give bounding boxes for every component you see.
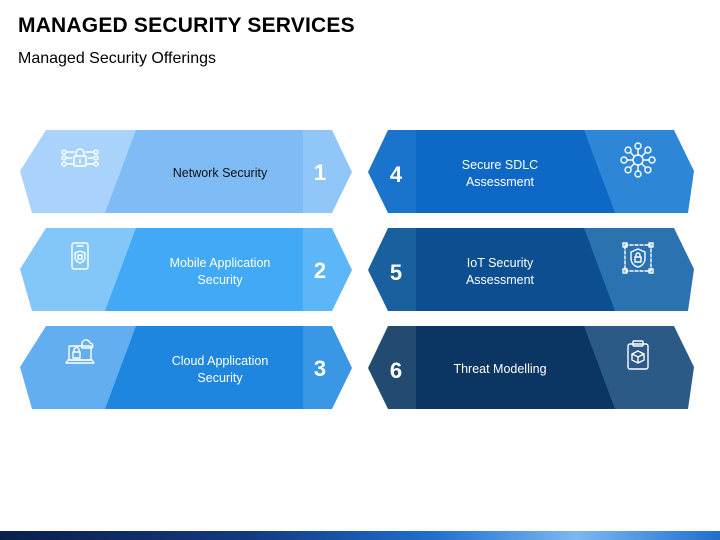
network-lock-icon [61,148,99,167]
offering-number: 1 [314,160,326,185]
number-chevron [303,228,352,311]
row-body [416,130,615,213]
row-tab [20,326,140,409]
mobile-shield-icon [71,242,89,270]
number-chevron [368,228,416,311]
row-body [416,326,615,409]
offering-left-1: Network Security 1 [20,130,352,213]
number-chevron [303,326,352,409]
row-body [416,228,615,311]
offering-label: Threat Modelling [453,362,546,376]
offering-label: Network Security [173,166,268,180]
laptop-cloud-lock-icon [65,339,95,364]
offering-right-6: Threat Modelling 6 [368,326,694,409]
number-chevron [303,130,352,213]
offering-number: 5 [390,260,402,285]
offering-number: 4 [390,162,403,187]
row-tab [580,326,694,409]
page-title: MANAGED SECURITY SERVICES [18,14,355,37]
row-tab [580,228,694,311]
row-tab [20,130,140,213]
row-body [105,326,303,409]
page-subtitle: Managed Security Offerings [18,50,217,67]
iot-shield-lock-icon [622,242,654,274]
offering-number: 2 [314,258,326,283]
number-chevron [368,326,416,409]
hub-network-icon [620,142,656,178]
clipboard-cube-icon [627,340,649,370]
footer-bar [0,531,720,540]
number-chevron [368,130,416,213]
row-body [105,130,303,213]
row-body [105,228,303,311]
offering-number: 3 [314,356,326,381]
offering-number: 6 [390,358,402,383]
